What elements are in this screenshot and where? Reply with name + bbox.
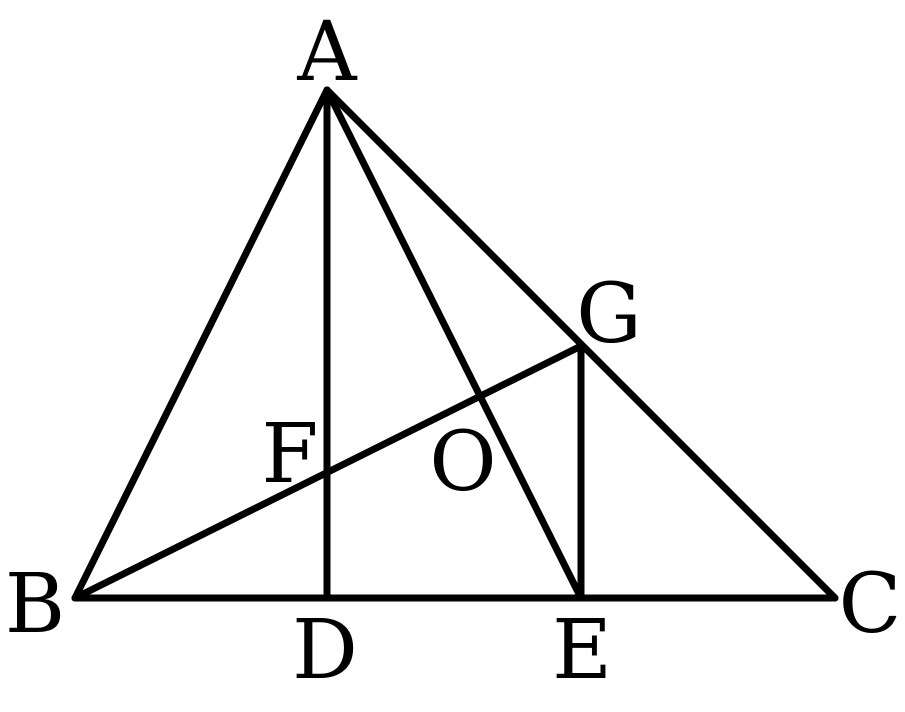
segment-BG <box>71 342 585 602</box>
label-O: O <box>429 415 496 510</box>
label-C: C <box>839 557 902 652</box>
segment-AE <box>323 86 585 602</box>
label-B: B <box>5 557 65 652</box>
segment-AB <box>71 86 331 602</box>
label-G: G <box>576 267 642 362</box>
label-E: E <box>552 603 612 698</box>
label-D: D <box>292 603 358 698</box>
label-A: A <box>296 5 358 100</box>
label-F: F <box>262 407 319 502</box>
